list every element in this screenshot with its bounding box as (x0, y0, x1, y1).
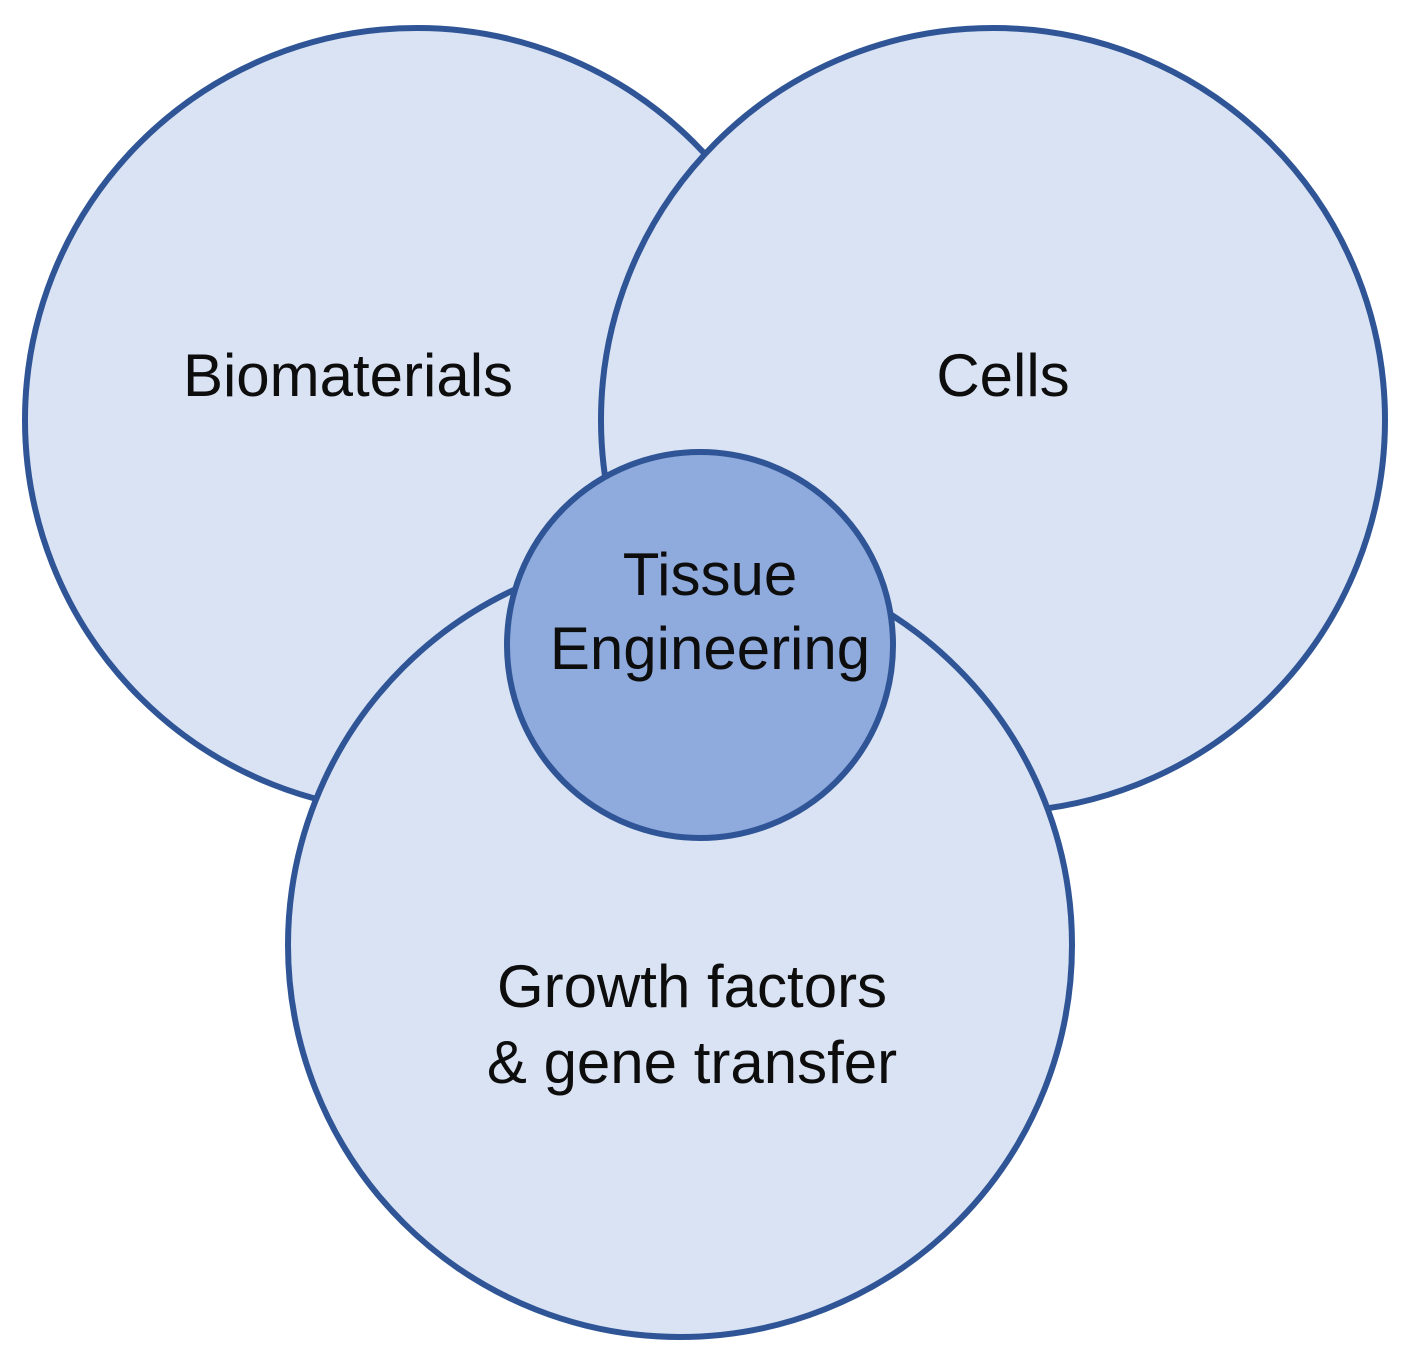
biomaterials-label: Biomaterials (183, 342, 513, 409)
tissue-engineering-circle (504, 449, 896, 841)
cells-label: Cells (936, 342, 1069, 409)
growth-factors-label-line2: & gene transfer (487, 1029, 897, 1096)
growth-factors-label-line1: Growth factors (497, 953, 887, 1020)
tissue-engineering-label-line2: Engineering (550, 615, 870, 682)
tissue-engineering-label-line1: Tissue (623, 541, 798, 608)
